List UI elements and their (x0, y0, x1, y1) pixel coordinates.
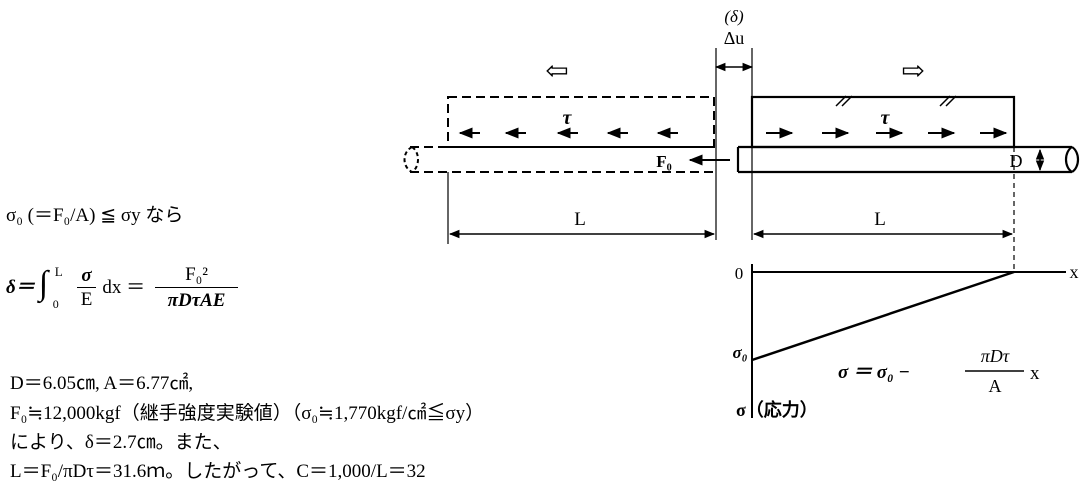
stress-zero-label: 0 (735, 264, 744, 283)
integral-sign: ∫ (38, 265, 49, 302)
stress-eq-denominator: A (989, 376, 1002, 396)
sigma-numerator: σ (76, 266, 97, 288)
left-direction-arrow: ⇦ (545, 56, 568, 87)
soil-hatch-marks (835, 95, 957, 107)
tau-right: τ (881, 107, 891, 129)
right-direction-arrow: ⇨ (901, 56, 924, 87)
l-right-label: L (874, 209, 886, 230)
stress-eq-lhs: σ ＝ σ₀ − (838, 362, 910, 383)
stress-sigma0-label: σ₀ (732, 343, 747, 362)
pipe-right (736, 145, 1080, 174)
delta-u-label: Δu (724, 28, 745, 48)
delta-lhs: δ＝ (6, 276, 35, 298)
f0-label: F₀ (656, 152, 671, 171)
stress-eq-x: x (1030, 363, 1040, 384)
integral-lower-limit: 0 (52, 297, 59, 311)
result-fraction: F₀² πDτAE (155, 265, 238, 310)
tau-left: τ (563, 107, 573, 129)
dx-equals: dx ＝ (102, 276, 146, 298)
condition-formula: σ₀ (＝F₀/A) ≦ σy なら (6, 205, 184, 226)
stress-diagram (751, 264, 1066, 418)
stress-distribution-line (751, 270, 1015, 362)
delta-label: (δ) (724, 7, 744, 26)
d-label: D (1010, 151, 1023, 171)
stress-eq-numerator: πDτ (981, 346, 1010, 366)
stress-x-label: x (1070, 262, 1079, 282)
l-left-label: L (574, 209, 586, 230)
sigma-over-e: σ E (76, 266, 97, 310)
integral: ∫ L 0 (38, 264, 73, 311)
text-line-3: により、δ＝2.7㎝。また、 (10, 432, 232, 453)
e-denominator: E (80, 288, 93, 310)
stress-sigma-axis-label: σ（応力） (736, 399, 818, 420)
result-denominator: πDτAE (167, 289, 226, 311)
result-numerator: F₀² (155, 265, 238, 288)
integral-upper-limit: L (54, 264, 63, 279)
delta-formula: δ＝ ∫ L 0 σ E dx ＝ F₀² πDτAE (6, 262, 238, 312)
left-soil-block (447, 96, 715, 148)
text-line-2: F₀≒12,000kgf（継手強度実験値）（σ₀≒1,770kgf/㎠≦σy） (10, 403, 485, 424)
text-line-1: D＝6.05㎝, A＝6.77㎠, (10, 373, 194, 394)
pipe-left (403, 146, 716, 173)
text-line-4: L＝F₀/πDτ＝31.6ｍ。したがって、C＝1,000/L＝32 (10, 461, 426, 482)
